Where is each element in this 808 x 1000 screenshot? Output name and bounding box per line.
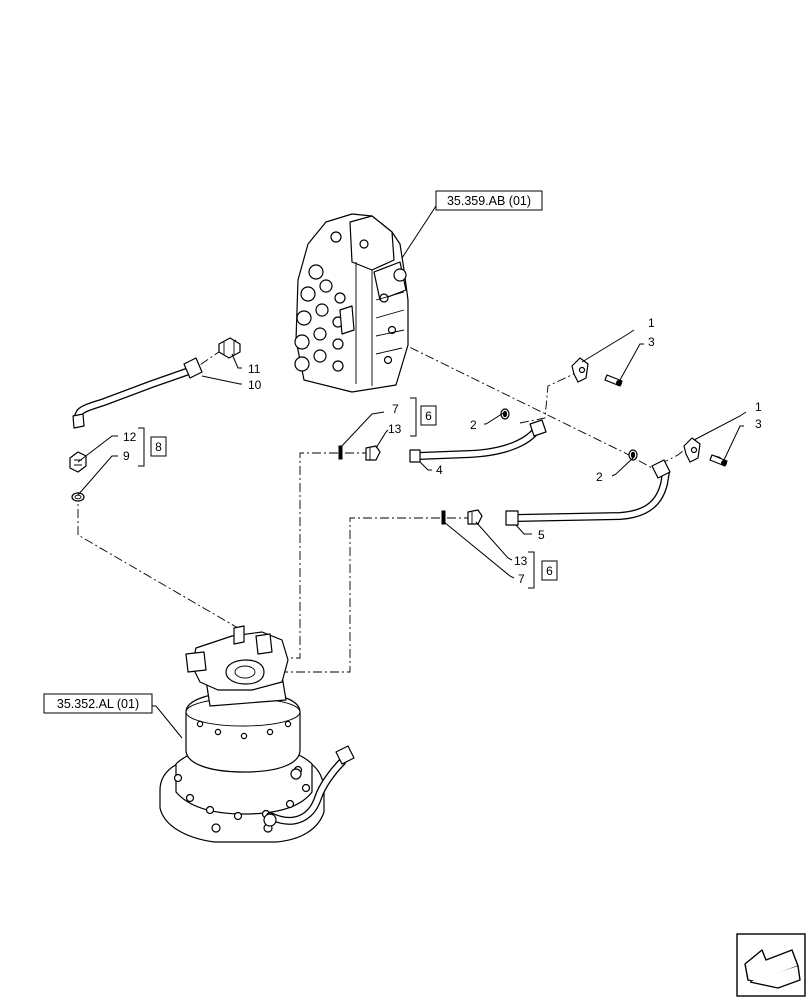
callout-5: 5: [538, 528, 545, 542]
callout-12: 12: [123, 430, 137, 444]
o-ring-part-2-lower: [628, 449, 638, 461]
callout-6: 6: [546, 564, 553, 578]
clamp-part-1-upper: [571, 357, 589, 383]
callout-1: 1: [755, 400, 762, 414]
callout-11: 11: [248, 362, 261, 376]
callout-8: 8: [155, 440, 162, 454]
adapter-part-13-lower: [467, 509, 483, 525]
center-lines: [77, 339, 723, 673]
callout-6: 6: [425, 409, 432, 423]
callout-4: 4: [436, 463, 443, 477]
bolt-part-3-lower: [709, 454, 728, 467]
adapter-part-13-upper: [365, 445, 381, 461]
swing-motor: [159, 625, 355, 843]
callout-7: 7: [392, 402, 399, 416]
valve-spool-caps: [294, 264, 355, 372]
reference-control-valve[interactable]: 35.359.AB (01): [435, 190, 543, 211]
callout-1: 1: [648, 316, 655, 330]
callout-2: 2: [470, 418, 477, 432]
callout-box-6-upper: 6: [420, 405, 437, 426]
hose-part-5: [505, 459, 671, 526]
callout-3: 3: [648, 335, 655, 349]
callout-10: 10: [248, 378, 262, 392]
reference-control-valve-label[interactable]: 35.359.AB (01): [447, 194, 531, 208]
callout-3: 3: [755, 417, 762, 431]
leader-lines: [77, 200, 747, 739]
control-valve: [294, 213, 409, 393]
clamp-part-1-lower: [683, 437, 701, 463]
callout-13: 13: [388, 422, 402, 436]
callout-box-6-lower: 6: [541, 560, 558, 581]
callout-9: 9: [123, 449, 130, 463]
callouts: 1 3 1 3 2 2 4 5 7 13 13 7 11 10 12 9: [123, 316, 762, 586]
callout-box-8: 8: [150, 436, 167, 457]
callout-13: 13: [514, 554, 528, 568]
seal-part-7-lower: [441, 510, 446, 525]
o-ring-part-9: [71, 492, 85, 502]
hose-part-4: [409, 419, 547, 463]
bolt-part-3-upper: [604, 374, 623, 387]
reference-swing-motor-label[interactable]: 35.352.AL (01): [57, 697, 139, 711]
callout-2: 2: [596, 470, 603, 484]
next-page-arrow-icon[interactable]: [736, 933, 806, 997]
seal-part-7-upper: [338, 445, 343, 460]
hose-part-10: [72, 357, 203, 429]
callout-7: 7: [518, 572, 525, 586]
adapter-part-11: [218, 337, 241, 359]
reference-swing-motor[interactable]: 35.352.AL (01): [43, 693, 153, 714]
